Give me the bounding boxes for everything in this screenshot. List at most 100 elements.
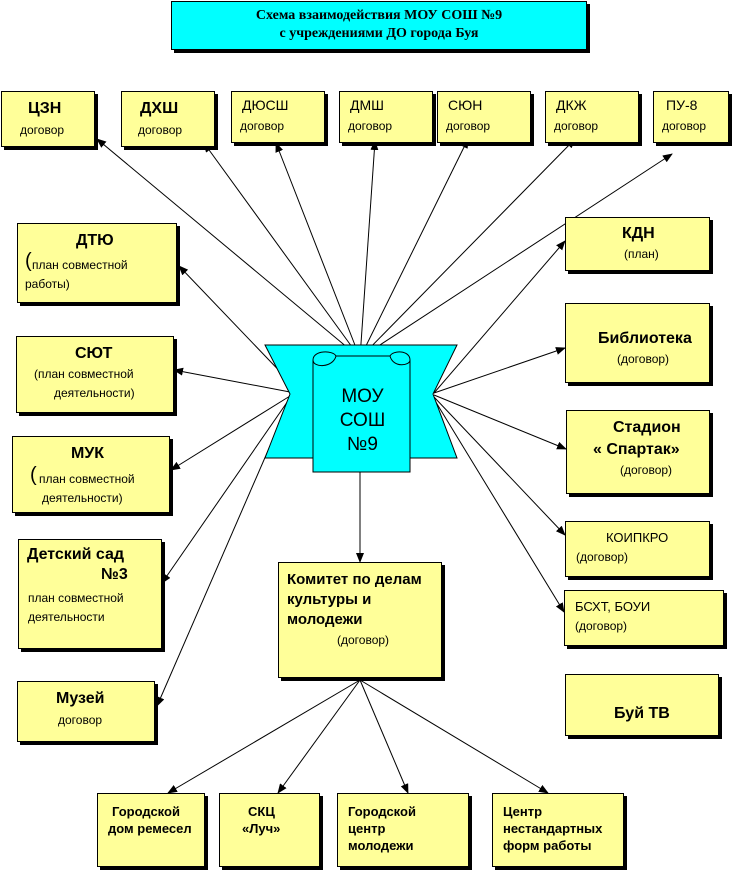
center-scroll-shape (264, 344, 458, 473)
box-biblioteka-name: Библиотека (598, 330, 692, 347)
box-stadion-sub: (договор) (620, 463, 673, 477)
arrow-to-centr-form (359, 679, 549, 794)
arrow-to-dtyu (178, 265, 291, 383)
box-muk-paren: ( (30, 464, 37, 486)
center-label-line-2: СОШ (339, 410, 386, 431)
box-dkzh-sub: договор (554, 119, 599, 133)
box-koipkro-sub: (договор) (576, 550, 629, 564)
box-stadion-name-2: « Спартак» (593, 441, 680, 458)
arrow-to-kdn (433, 240, 566, 394)
box-dtyu-paren: ( (25, 250, 32, 272)
arrow-to-dmsh (359, 140, 379, 359)
box-detskiy-sad-name-2: №3 (101, 566, 128, 583)
box-muzey-sub: договор (58, 713, 103, 727)
box-muk-name: МУК (71, 445, 105, 462)
box-biblioteka-sub: (договор) (617, 352, 670, 366)
box-kdn-sub: (план) (624, 247, 659, 261)
box-gorodskoy-centr-line-3: молодежи (348, 838, 414, 853)
box-centr-nestandartnyh-line-1: Центр (503, 804, 543, 819)
box-detskiy-sad-sub-1: план совместной (28, 591, 124, 605)
box-dtyu: ДТЮ ( план совместной работы) (17, 223, 177, 303)
arrow-to-dhsh (203, 142, 361, 359)
box-committee-line-1: Комитет по делам (287, 571, 422, 588)
box-dmsh: ДМШ договор (339, 91, 433, 143)
arrow-to-koipkro (433, 396, 566, 536)
box-dtyu-name: ДТЮ (76, 232, 114, 249)
box-committee: Комитет по делам культуры и молодежи (до… (278, 562, 442, 678)
box-detskiy-sad: Детский сад №3 план совместной деятельно… (18, 539, 162, 649)
arrow-to-dyussh (275, 142, 361, 359)
box-muk-sub-2: деятельности) (42, 491, 123, 505)
box-gorodskoy-centr-line-2: центр (348, 821, 386, 836)
box-centr-nestandartnyh-line-2: нестандартных (503, 821, 603, 836)
arrow-to-bsht (433, 398, 565, 613)
box-bsht-sub: (договор) (575, 619, 628, 633)
box-centr-nestandartnyh: Центр нестандартных форм работы (492, 793, 624, 867)
box-dyussh-sub: договор (240, 119, 285, 133)
box-syun: СЮН договор (437, 91, 531, 143)
arrow-to-skc (277, 679, 361, 794)
arrow-to-stadion (433, 394, 567, 450)
arrow-to-sad (161, 397, 291, 584)
box-dkzh-name: ДКЖ (556, 97, 587, 113)
center-label-line-1: МОУ (341, 386, 384, 407)
box-dyussh-name: ДЮСШ (242, 97, 289, 113)
box-dtyu-sub-1: план совместной (32, 258, 128, 272)
box-dtyu-sub-2: работы) (25, 277, 70, 291)
box-stadion: Стадион « Спартак» (договор) (566, 410, 710, 494)
arrow-to-gorodskoy-centr (359, 679, 409, 794)
box-kdn-name: КДН (622, 225, 655, 242)
center-label-line-3: №9 (347, 434, 378, 455)
box-bsht: БСХТ, БОУИ (договор) (564, 590, 724, 646)
box-dhsh: ДХШ договор (121, 91, 215, 147)
box-syun-sub: договор (446, 119, 491, 133)
diagram-title-line-1: Схема взаимодействия МОУ СОШ №9 (255, 8, 503, 23)
box-dom-remesel-line-1: Городской (112, 804, 180, 819)
arrow-to-pu8 (359, 153, 673, 359)
box-pu8-sub: договор (662, 119, 707, 133)
box-syut-sub-1: (план совместной (34, 367, 134, 381)
box-detskiy-sad-name-1: Детский сад (27, 546, 125, 563)
box-detskiy-sad-sub-2: деятельности (28, 610, 105, 624)
box-pu8-name: ПУ-8 (666, 97, 698, 113)
arrow-to-dom-remesel (167, 679, 361, 794)
box-koipkro: КОИПКРО (договор) (565, 521, 710, 577)
box-kdn: КДН (план) (565, 217, 710, 271)
box-koipkro-name: КОИПКРО (606, 530, 669, 545)
box-skc-luch: СКЦ «Луч» (219, 793, 320, 867)
box-muzey-name: Музей (56, 690, 105, 707)
box-dom-remesel-line-2: дом ремесел (108, 821, 192, 836)
arrow-to-dkzh (359, 138, 576, 359)
arrow-to-czn (96, 138, 361, 359)
box-committee-line-2: культуры и (287, 591, 372, 608)
box-czn-sub: договор (20, 123, 65, 137)
diagram-title-line-2: с учреждениями ДО города Буя (279, 26, 479, 41)
box-committee-line-3: молодежи (287, 611, 363, 628)
box-stadion-name-1: Стадион (613, 419, 681, 436)
arrow-to-syut (173, 367, 291, 393)
box-dhsh-sub: договор (138, 123, 183, 137)
box-gorodskoy-centr-line-1: Городской (348, 804, 416, 819)
box-buy-tv: Буй ТВ (565, 674, 719, 736)
box-dhsh-name: ДХШ (140, 100, 179, 117)
box-muzey: Музей договор (17, 681, 155, 742)
box-centr-nestandartnyh-line-3: форм работы (503, 838, 592, 853)
box-syun-name: СЮН (448, 97, 483, 113)
box-buy-tv-name: Буй ТВ (614, 705, 670, 722)
box-committee-sub: (договор) (337, 633, 390, 647)
box-pu8: ПУ-8 договор (653, 91, 729, 143)
box-gorodskoy-centr: Городской центр молодежи (337, 793, 469, 867)
box-czn: ЦЗН договор (1, 91, 95, 147)
arrow-to-muk (170, 395, 291, 471)
box-biblioteka: Библиотека (договор) (565, 303, 710, 383)
box-skc-luch-line-2: «Луч» (242, 821, 281, 836)
box-muk: МУК ( план совместной деятельности) (12, 436, 170, 513)
box-bsht-name: БСХТ, БОУИ (575, 599, 651, 614)
arrow-to-syun (359, 138, 469, 359)
diagram-title-box: Схема взаимодействия МОУ СОШ №9 с учрежд… (171, 1, 587, 50)
box-dmsh-sub: договор (348, 119, 393, 133)
box-muk-sub-1: план совместной (39, 472, 135, 486)
box-syut-sub-2: деятельности) (54, 386, 135, 400)
box-syut-name: СЮТ (75, 345, 113, 362)
